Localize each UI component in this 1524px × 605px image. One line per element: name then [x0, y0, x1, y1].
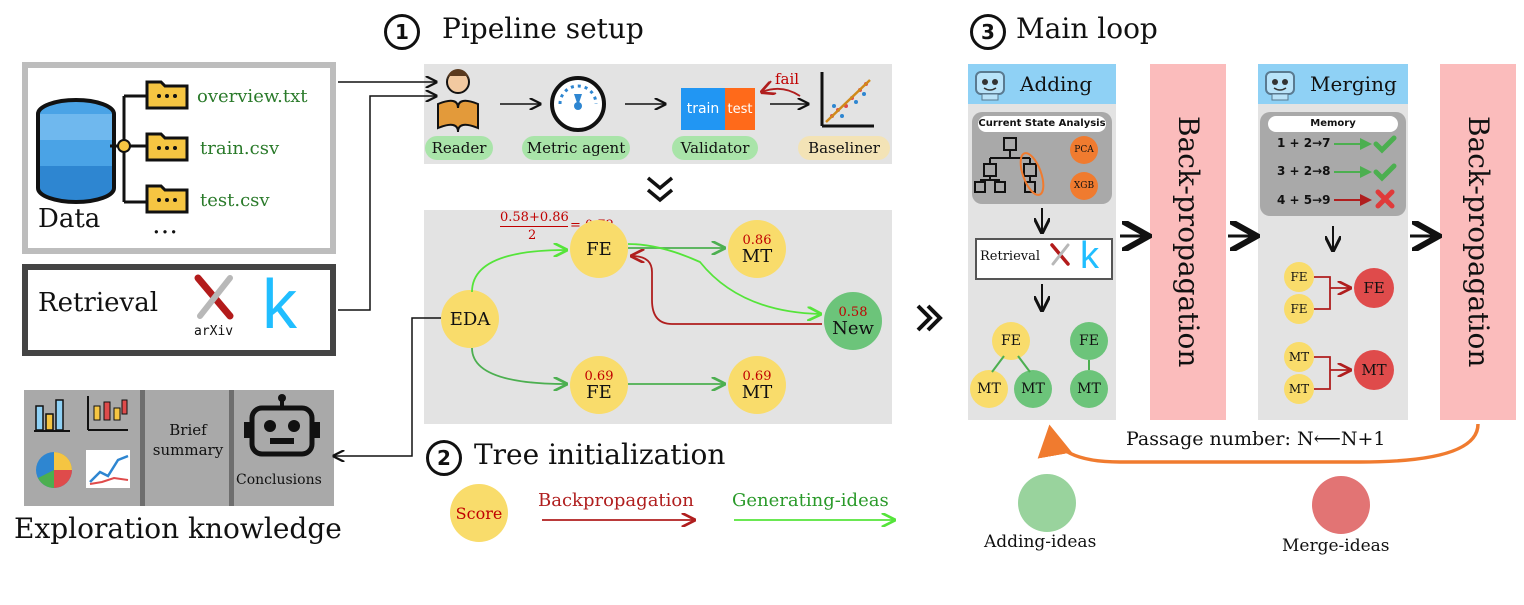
line-chart-icon [86, 450, 130, 488]
arxiv-logo-icon [194, 274, 234, 320]
legend-adding-dot [1018, 474, 1076, 532]
formula-denominator: 2 [528, 228, 537, 243]
legend-score: Score [450, 484, 508, 542]
memory-arrows [1334, 135, 1397, 209]
step2-title: Tree initialization [474, 438, 726, 471]
agent-reader: Reader [425, 136, 493, 160]
check-icon [1373, 135, 1397, 154]
gauge-icon [550, 76, 606, 132]
merge-output-mt: MT [1354, 350, 1394, 390]
memory-row-3: 4 + 5→9 [1277, 193, 1331, 207]
database-icon [36, 98, 116, 204]
merge-input-mt-2: MT [1284, 374, 1314, 404]
arxiv-label: arXiv [194, 324, 234, 339]
backprop-label-1: Back-propagation [1172, 116, 1205, 368]
cross-icon [1375, 189, 1395, 209]
merge-input-fe-2: FE [1284, 294, 1314, 324]
retrieval-label: Retrieval [38, 288, 159, 318]
divider [140, 390, 145, 506]
passage-number: Passage number: N⟵N+1 [1126, 428, 1386, 450]
legend-merge-dot [1312, 476, 1370, 534]
growth-chart-icon [820, 72, 874, 128]
brief-summary: Brief summary [152, 421, 224, 459]
label-mt-top: MT [741, 246, 773, 267]
folder-icon [145, 132, 189, 162]
agent-baseliner: Baseliner [798, 136, 890, 160]
memory-row-2: 3 + 2→8 [1277, 164, 1331, 178]
bar-chart-icon [34, 399, 70, 432]
check-icon [1373, 163, 1397, 182]
agent-metric: Metric agent [522, 136, 630, 160]
score-fe-bottom: 0.69 [584, 369, 614, 384]
legend-backprop: Backpropagation [538, 490, 694, 511]
xgb-node: XGB [1070, 172, 1098, 200]
adding-node-mt-new: MT [1014, 370, 1052, 408]
legend-adding: Adding-ideas [984, 532, 1097, 552]
legend-generating: Generating-ideas [732, 490, 889, 511]
file-overview: overview.txt [197, 86, 308, 107]
robot-head-icon [975, 71, 1005, 101]
file-train: train.csv [200, 138, 280, 159]
step3-title: Main loop [1016, 12, 1158, 45]
backprop-bar-2 [1440, 64, 1516, 420]
formula-numerator: 0.58+0.86 [500, 210, 569, 225]
fraction-bar [500, 226, 568, 227]
label-mt-bottom: MT [741, 382, 773, 403]
backprop-bar-1 [1150, 64, 1226, 420]
divider [229, 390, 234, 506]
folder-icon [145, 184, 189, 214]
step1-title: Pipeline setup [442, 12, 644, 45]
tree-structure-icon [974, 137, 1045, 196]
conclusions-label: Conclusions [236, 472, 322, 488]
pie-chart-icon [36, 452, 72, 488]
reader-icon [437, 69, 479, 133]
score-mt-bottom: 0.69 [742, 369, 772, 384]
backprop-label-2: Back-propagation [1462, 116, 1495, 368]
step1-badge: 1 [384, 14, 420, 50]
robot-icon [244, 394, 320, 457]
merge-input-mt-1: MT [1284, 342, 1314, 372]
node-eda: EDA [441, 290, 499, 348]
label-fe-bottom: FE [586, 382, 612, 403]
merge-input-fe-1: FE [1284, 262, 1314, 292]
candlestick-icon [87, 396, 128, 431]
pca-node: PCA [1070, 136, 1098, 164]
file-test: test.csv [200, 190, 270, 211]
legend-merge: Merge-ideas [1282, 536, 1390, 556]
retrieval-mini [975, 238, 1113, 280]
label-new: New [832, 318, 874, 339]
test-block: test [725, 88, 755, 130]
adding-title: Adding [1020, 72, 1093, 96]
kaggle-logo-icon: k [262, 265, 297, 343]
adding-node-mt: MT [970, 370, 1008, 408]
data-label: Data [38, 204, 101, 234]
adding-node-fe-new: FE [1070, 322, 1108, 360]
adding-node-mt-child: MT [1070, 370, 1108, 408]
score-new: 0.58 [838, 305, 868, 320]
folder-icon [145, 80, 189, 110]
retrieval-box [22, 264, 336, 356]
arxiv-logo-icon [1050, 243, 1070, 266]
train-block: train [681, 88, 725, 130]
kaggle-logo-icon: k [1080, 235, 1099, 277]
agent-validator: Validator [672, 136, 758, 160]
analysis-title: Current State Analysis [978, 116, 1106, 132]
merging-title: Merging [1310, 72, 1397, 96]
memory-title: Memory [1268, 116, 1398, 132]
step2-badge: 2 [426, 440, 462, 476]
data-more: … [152, 210, 178, 240]
robot-head-icon [1265, 71, 1295, 101]
exploration-label: Exploration knowledge [14, 512, 342, 545]
adding-node-fe: FE [992, 322, 1030, 360]
retrieval-mini-label: Retrieval [980, 249, 1041, 264]
fail-label: fail [775, 70, 800, 88]
merge-output-fe: FE [1354, 268, 1394, 308]
memory-row-1: 1 + 2→7 [1277, 136, 1331, 150]
node-fe-top: FE [570, 220, 628, 278]
step3-badge: 3 [970, 14, 1006, 50]
